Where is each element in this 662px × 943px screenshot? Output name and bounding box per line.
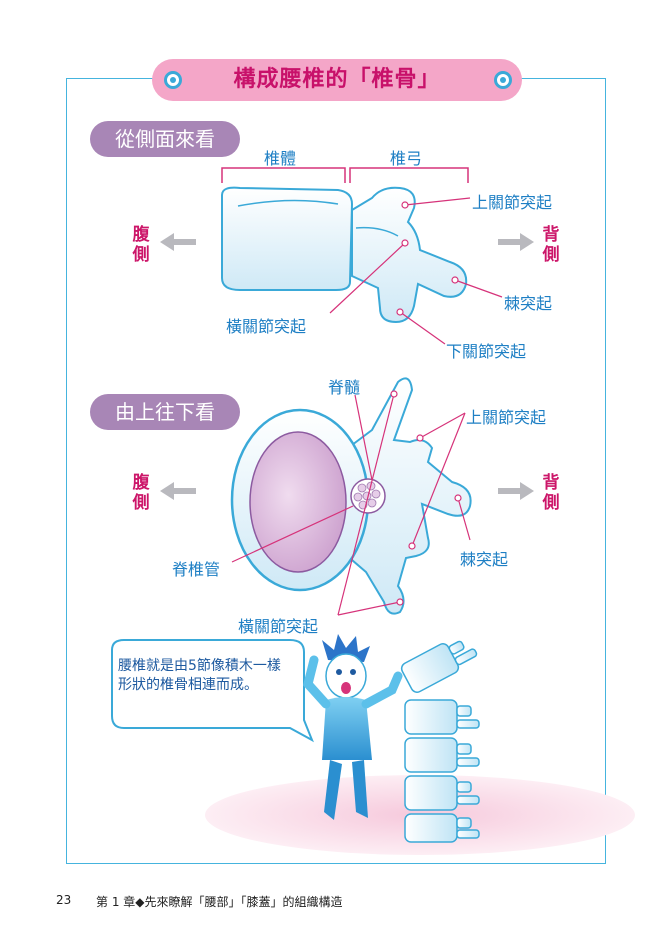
- label-ventral-top: 腹側: [132, 473, 150, 513]
- bullet-dot-right-icon: [494, 71, 512, 89]
- side-view-heading: 從側面來看: [90, 121, 240, 157]
- label-spinal-cord: 脊髓: [328, 378, 361, 397]
- arrow-left-icon: [160, 233, 196, 251]
- character: [303, 634, 403, 820]
- label-dorsal-top: 背側: [542, 473, 560, 513]
- page-number: 23: [56, 893, 72, 907]
- vertebra-blocks: [400, 640, 480, 843]
- arrow-right-icon: [498, 482, 534, 500]
- vertebral-body-shape: [221, 186, 354, 291]
- speech-bubble: [111, 639, 314, 743]
- label-spinous-top: 棘突起: [460, 550, 509, 569]
- title-banner: [152, 59, 522, 101]
- label-transverse-top: 橫關節突起: [238, 617, 319, 636]
- label-dorsal-side: 背側: [542, 225, 560, 265]
- label-transverse-side: 橫關節突起: [226, 317, 307, 336]
- top-view-heading: 由上往下看: [90, 394, 240, 430]
- label-vertebral-arch: 椎弓: [390, 149, 423, 168]
- vertebral-arch-shape: [351, 186, 468, 324]
- page-title: 構成腰椎的「椎骨」: [233, 67, 441, 92]
- label-superior-articular-side: 上關節突起: [472, 193, 553, 212]
- label-spinous-side: 棘突起: [504, 294, 553, 313]
- arrow-right-icon: [498, 233, 534, 251]
- speech-bubble-text: 腰椎就是由5節像積木一樣形狀的椎骨相連而成。: [118, 658, 281, 693]
- label-ventral-side: 腹側: [132, 225, 150, 265]
- running-footer: 第 1 章◆先來瞭解「腰部」「膝蓋」的組織構造: [96, 895, 343, 909]
- arrow-left-icon: [160, 482, 196, 500]
- label-spinal-canal: 脊椎管: [172, 560, 221, 579]
- bullet-dot-left-icon: [164, 71, 182, 89]
- body-bracket: [221, 167, 469, 183]
- top-vertebra-processes: [351, 377, 472, 615]
- label-vertebral-body: 椎體: [264, 149, 297, 168]
- label-inferior-articular-side: 下關節突起: [446, 342, 527, 361]
- label-superior-articular-top: 上關節突起: [466, 408, 547, 427]
